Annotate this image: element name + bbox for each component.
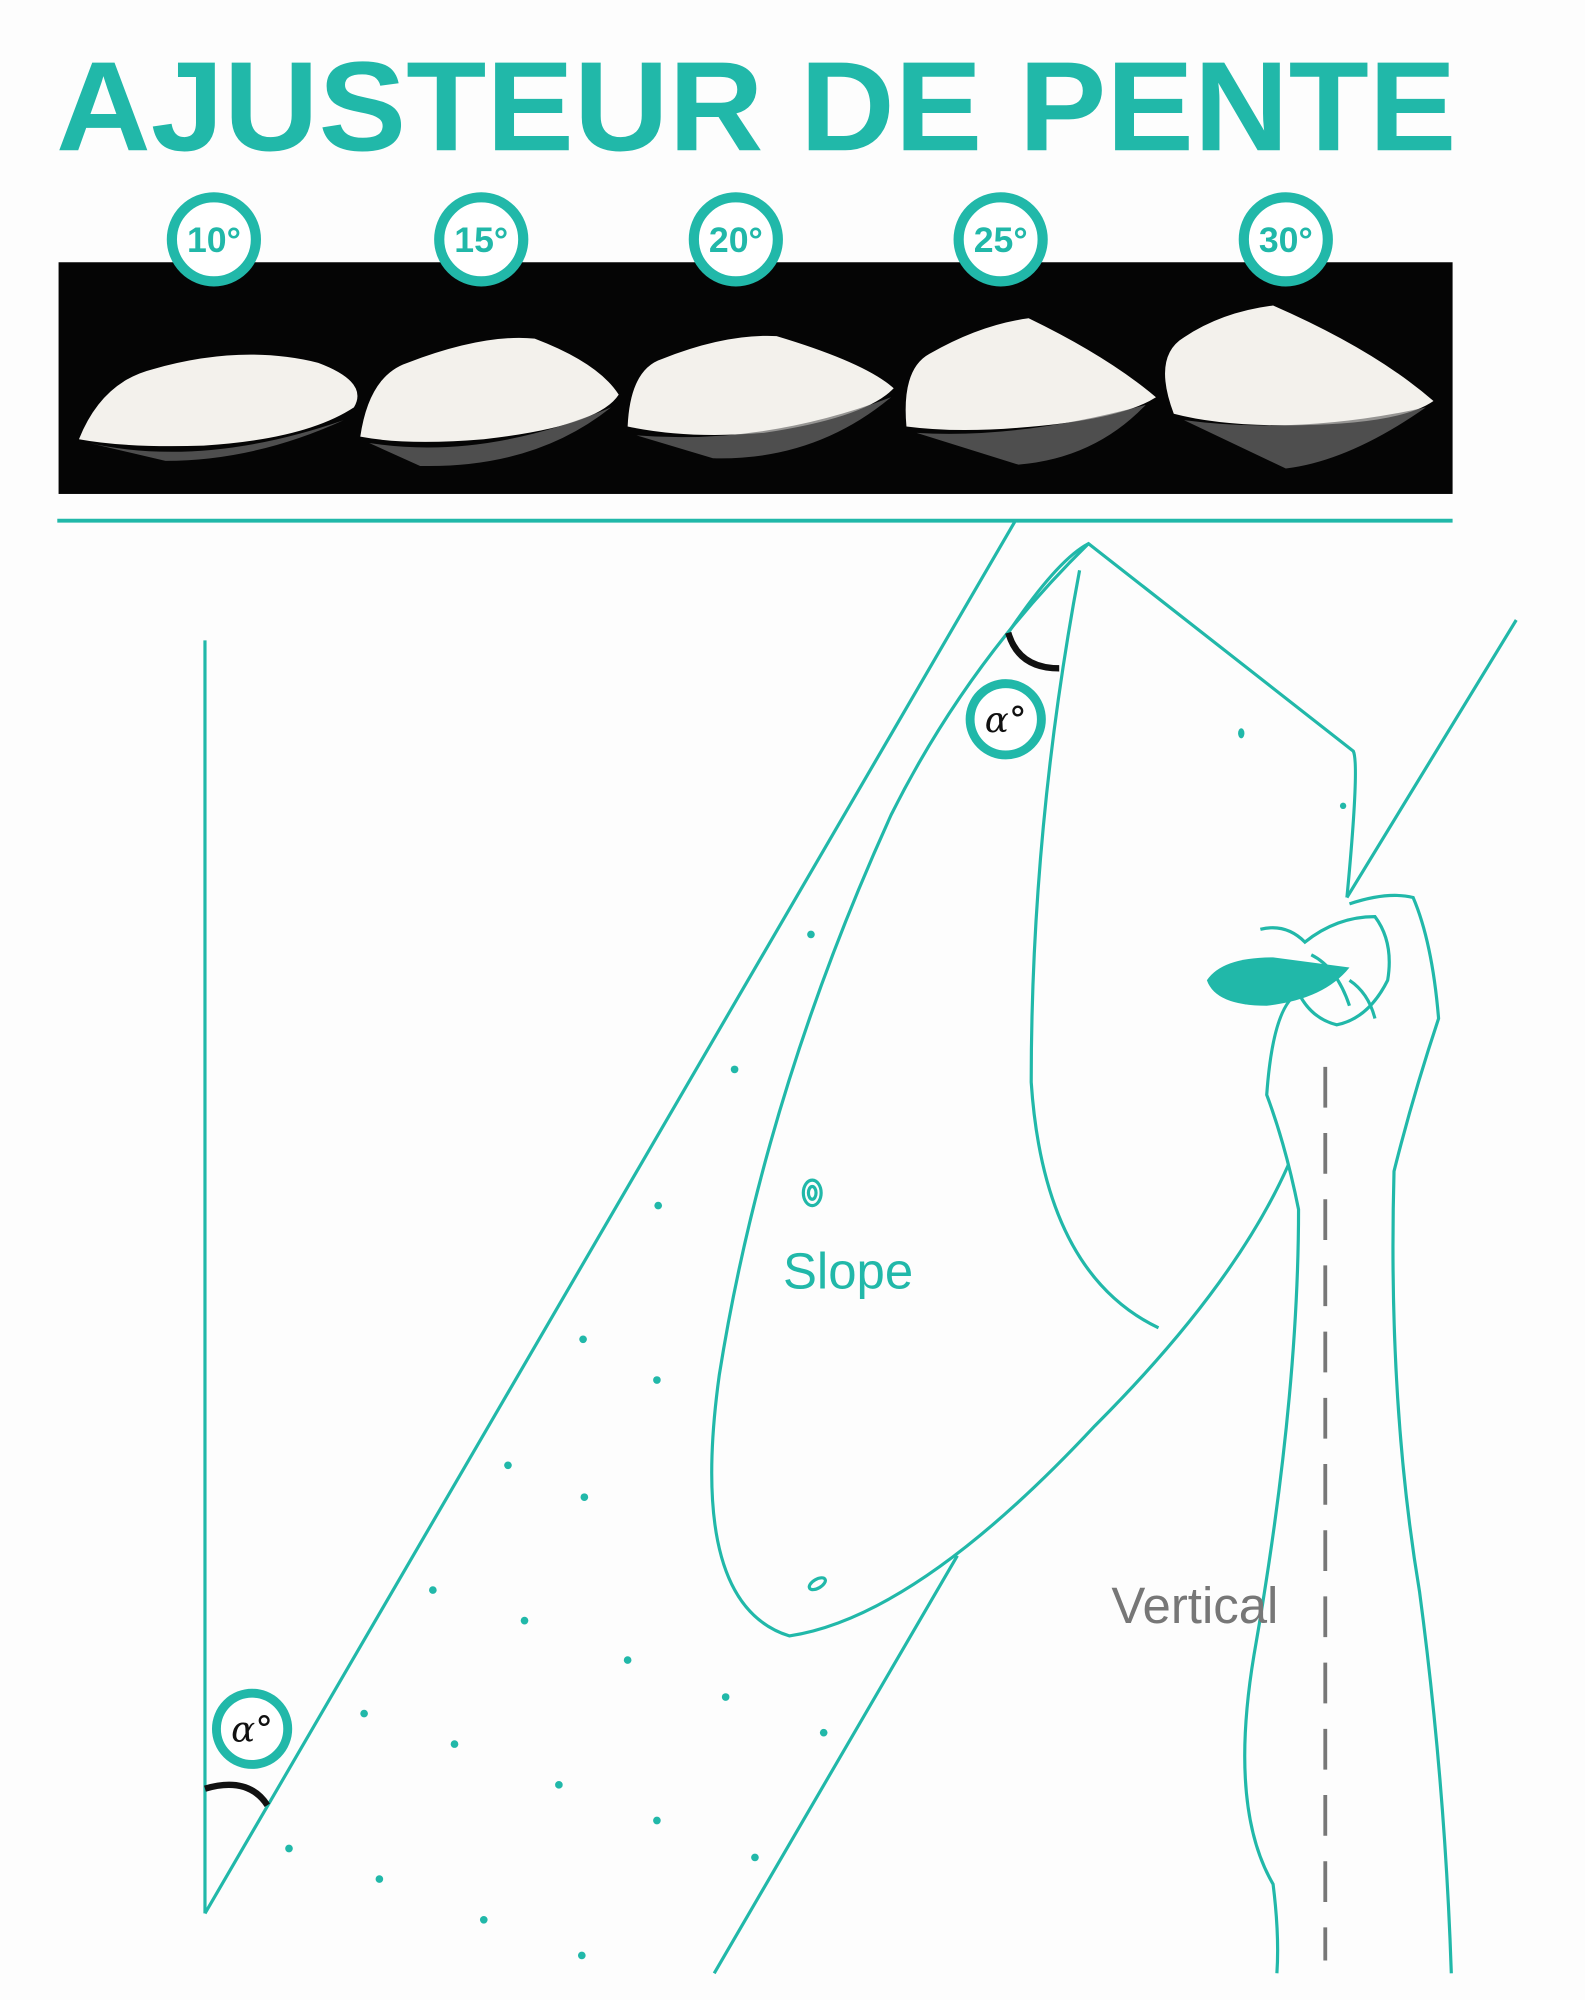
svg-text:α°: α° xyxy=(985,700,1027,741)
angle-badge-30: 30° xyxy=(1238,192,1333,287)
svg-text:α°: α° xyxy=(231,1710,273,1751)
vertical-label: Vertical xyxy=(1111,1577,1278,1634)
page-title: AJUSTEUR DE PENTE xyxy=(56,35,1456,177)
hold-25 xyxy=(905,318,1156,431)
hold-bolt xyxy=(801,1178,823,1208)
angle-arc-top xyxy=(1005,631,1060,672)
inclined-wall-right xyxy=(712,619,1518,1975)
svg-text:20°: 20° xyxy=(709,220,763,260)
alpha-badge-bottom: α° xyxy=(211,1688,293,1769)
angle-badge-20: 20° xyxy=(688,192,783,287)
hold-outline xyxy=(1004,541,1357,898)
angle-badge-25: 25° xyxy=(953,192,1048,287)
hold-photos xyxy=(78,305,1434,447)
svg-text:10°: 10° xyxy=(187,220,241,260)
hold-reflections xyxy=(89,397,1426,469)
angle-badge-10: 10° xyxy=(166,192,261,287)
hold-outline-lower xyxy=(710,542,1290,1638)
slope-label: Slope xyxy=(783,1242,913,1299)
hold-30 xyxy=(1165,305,1434,426)
alpha-badge-top: α° xyxy=(965,679,1046,760)
svg-text:15°: 15° xyxy=(454,220,508,260)
hold-15 xyxy=(360,337,619,442)
wall-holes xyxy=(285,728,1347,1960)
angle-badge-15: 15° xyxy=(434,192,529,287)
svg-text:25°: 25° xyxy=(974,220,1028,260)
arm-outline-right xyxy=(1348,893,1453,1974)
angle-arc-bottom xyxy=(204,1781,271,1808)
angle-badges: 10° 15° 20° 25° 30° xyxy=(166,192,1333,287)
hold-inner-curve xyxy=(1029,570,1160,1330)
hold-20 xyxy=(627,335,894,435)
svg-text:30°: 30° xyxy=(1259,220,1313,260)
hold-screw xyxy=(807,1576,827,1592)
illustration xyxy=(203,521,1518,1975)
thumb-grip-fill xyxy=(1206,957,1350,1006)
arm-outline-left xyxy=(1243,915,1391,1974)
hold-10 xyxy=(78,354,358,447)
inclined-wall-left xyxy=(203,521,1017,1915)
